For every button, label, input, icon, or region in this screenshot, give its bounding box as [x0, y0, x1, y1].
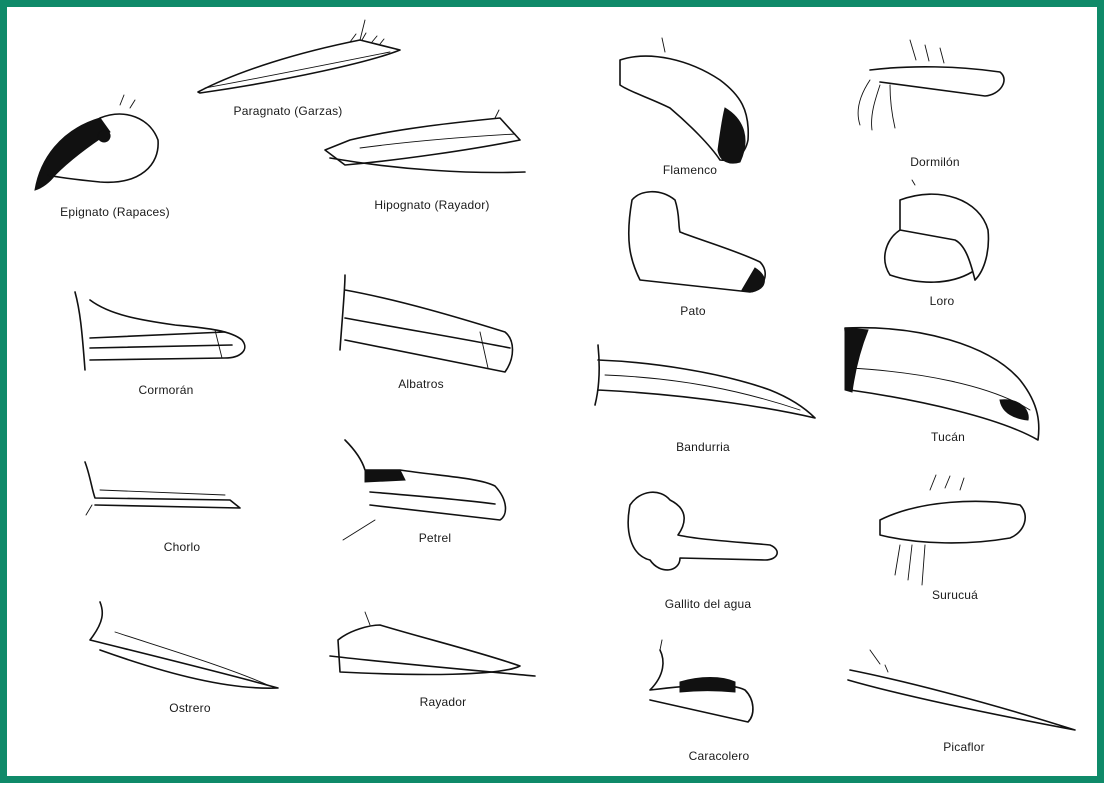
- beak-ostrero-drawing: [90, 602, 278, 688]
- label-gallito: Gallito del agua: [665, 597, 752, 611]
- beak-petrel-drawing: [343, 440, 505, 540]
- beak-gallito-drawing: [628, 492, 777, 570]
- label-tucan: Tucán: [931, 430, 965, 444]
- beak-pato-drawing: [629, 192, 765, 292]
- label-pato: Pato: [680, 304, 706, 318]
- beak-flamenco-drawing: [620, 38, 748, 163]
- beak-caracolero-drawing: [650, 640, 753, 722]
- beak-rayador-drawing: [330, 612, 535, 676]
- beak-paragnato-drawing: [198, 20, 400, 93]
- label-paragnato: Paragnato (Garzas): [234, 104, 343, 118]
- beak-epignato-drawing: [35, 95, 158, 190]
- label-cormoran: Cormorán: [139, 383, 194, 397]
- beak-cormoran-drawing: [75, 292, 245, 370]
- label-ostrero: Ostrero: [169, 701, 210, 715]
- label-picaflor: Picaflor: [943, 740, 985, 754]
- label-surucua: Surucuá: [932, 588, 978, 602]
- label-chorlo: Chorlo: [164, 540, 201, 554]
- beak-hipognato-drawing: [325, 110, 525, 172]
- beak-tucan-drawing: [845, 328, 1039, 440]
- beak-surucua-drawing: [880, 475, 1025, 585]
- beak-loro-drawing: [885, 180, 989, 282]
- label-loro: Loro: [930, 294, 955, 308]
- beak-dormilon-drawing: [858, 40, 1004, 130]
- label-dormilon: Dormilón: [910, 155, 960, 169]
- label-flamenco: Flamenco: [663, 163, 717, 177]
- beak-albatros-drawing: [340, 275, 513, 372]
- label-hipognato: Hipognato (Rayador): [374, 198, 489, 212]
- beak-picaflor-drawing: [848, 650, 1075, 730]
- beak-chorlo-drawing: [85, 462, 240, 515]
- beak-bandurria-drawing: [595, 345, 815, 418]
- label-caracolero: Caracolero: [689, 749, 750, 763]
- label-petrel: Petrel: [419, 531, 452, 545]
- label-epignato: Epignato (Rapaces): [60, 205, 170, 219]
- label-albatros: Albatros: [398, 377, 444, 391]
- label-rayador: Rayador: [420, 695, 467, 709]
- label-bandurria: Bandurria: [676, 440, 730, 454]
